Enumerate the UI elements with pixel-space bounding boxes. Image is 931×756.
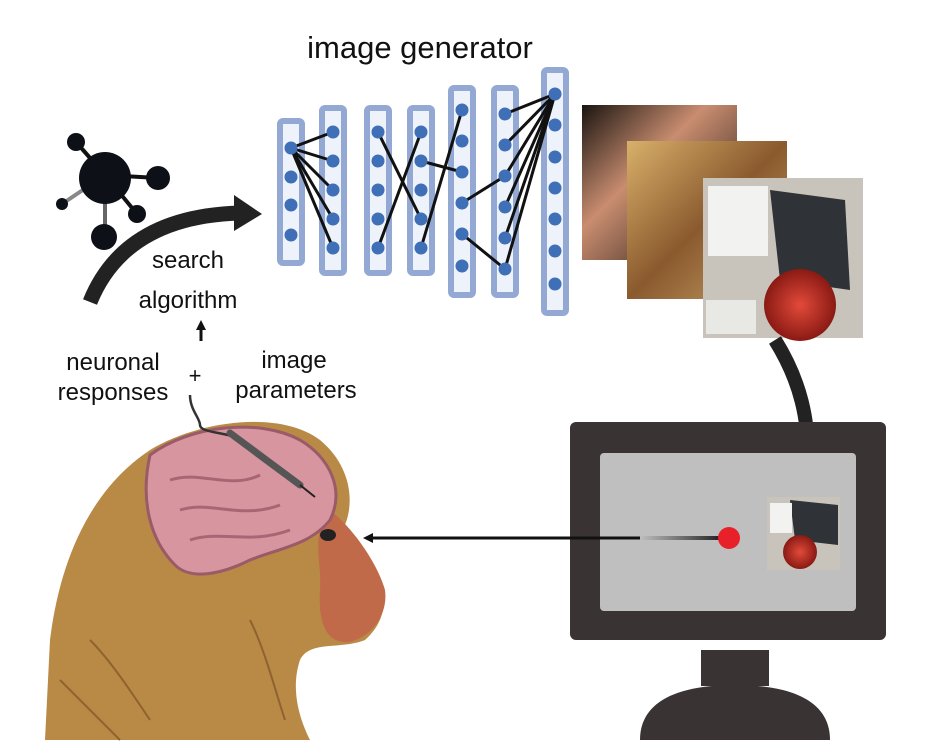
search-label: search — [152, 247, 224, 274]
network-node — [284, 141, 298, 155]
network-node — [548, 277, 562, 291]
search-algorithm-icon — [56, 133, 170, 250]
network-node — [371, 125, 385, 139]
parameters-label: parameters — [235, 377, 356, 404]
network-node — [284, 198, 298, 212]
network-connection — [503, 92, 557, 147]
network-node — [371, 241, 385, 255]
network-node — [371, 154, 385, 168]
search-arrow — [83, 195, 262, 305]
network-node — [455, 134, 469, 148]
network-node — [284, 228, 298, 242]
network-connection — [289, 146, 335, 192]
network-connection — [461, 232, 506, 271]
network-connection — [376, 131, 423, 249]
network-connection — [420, 159, 463, 174]
network-node — [548, 181, 562, 195]
generated-images — [582, 105, 863, 341]
network-node — [414, 154, 428, 168]
algorithm-label: algorithm — [139, 287, 238, 314]
network-connection — [461, 174, 506, 205]
network-node — [498, 107, 512, 121]
network-connection — [376, 131, 423, 220]
network-node — [455, 196, 469, 210]
image-label: image — [261, 347, 326, 374]
network-node — [414, 241, 428, 255]
network-node — [414, 212, 428, 226]
network-node — [498, 169, 512, 183]
network-node — [326, 241, 340, 255]
network-connection — [503, 93, 557, 270]
electrode — [188, 394, 316, 498]
monitor — [570, 422, 886, 740]
plus-label: + — [189, 363, 202, 388]
network-connection — [504, 92, 556, 116]
network-connection — [289, 147, 335, 220]
responses-label: responses — [58, 379, 169, 406]
network-connection — [503, 93, 557, 177]
network-node — [326, 125, 340, 139]
network-connection — [289, 147, 335, 249]
network-node — [498, 231, 512, 245]
network-node — [548, 87, 562, 101]
network-node — [498, 138, 512, 152]
image-generator-network — [277, 67, 569, 316]
fixation-dot — [718, 527, 740, 549]
network-node — [326, 183, 340, 197]
network-node — [326, 154, 340, 168]
network-node — [455, 227, 469, 241]
network-node — [455, 165, 469, 179]
network-connection — [290, 146, 334, 163]
network-connection — [419, 109, 464, 249]
network-node — [548, 150, 562, 164]
network-node — [371, 183, 385, 197]
network-node — [548, 244, 562, 258]
network-node — [498, 200, 512, 214]
network-node — [284, 170, 298, 184]
network-node — [414, 125, 428, 139]
image-generator-title: image generator — [307, 30, 533, 65]
monkey — [45, 421, 386, 741]
network-node — [326, 212, 340, 226]
network-node — [455, 259, 469, 273]
network-node — [414, 183, 428, 197]
generated-image-3 — [703, 178, 863, 341]
network-connection — [290, 130, 334, 150]
network-node — [548, 118, 562, 132]
brain — [144, 425, 338, 576]
network-node — [371, 212, 385, 226]
network-node — [548, 212, 562, 226]
network-node — [455, 103, 469, 117]
network-connection — [503, 93, 557, 208]
network-node — [498, 262, 512, 276]
neuronal-label: neuronal — [66, 349, 159, 376]
monkey-eye — [320, 529, 336, 541]
